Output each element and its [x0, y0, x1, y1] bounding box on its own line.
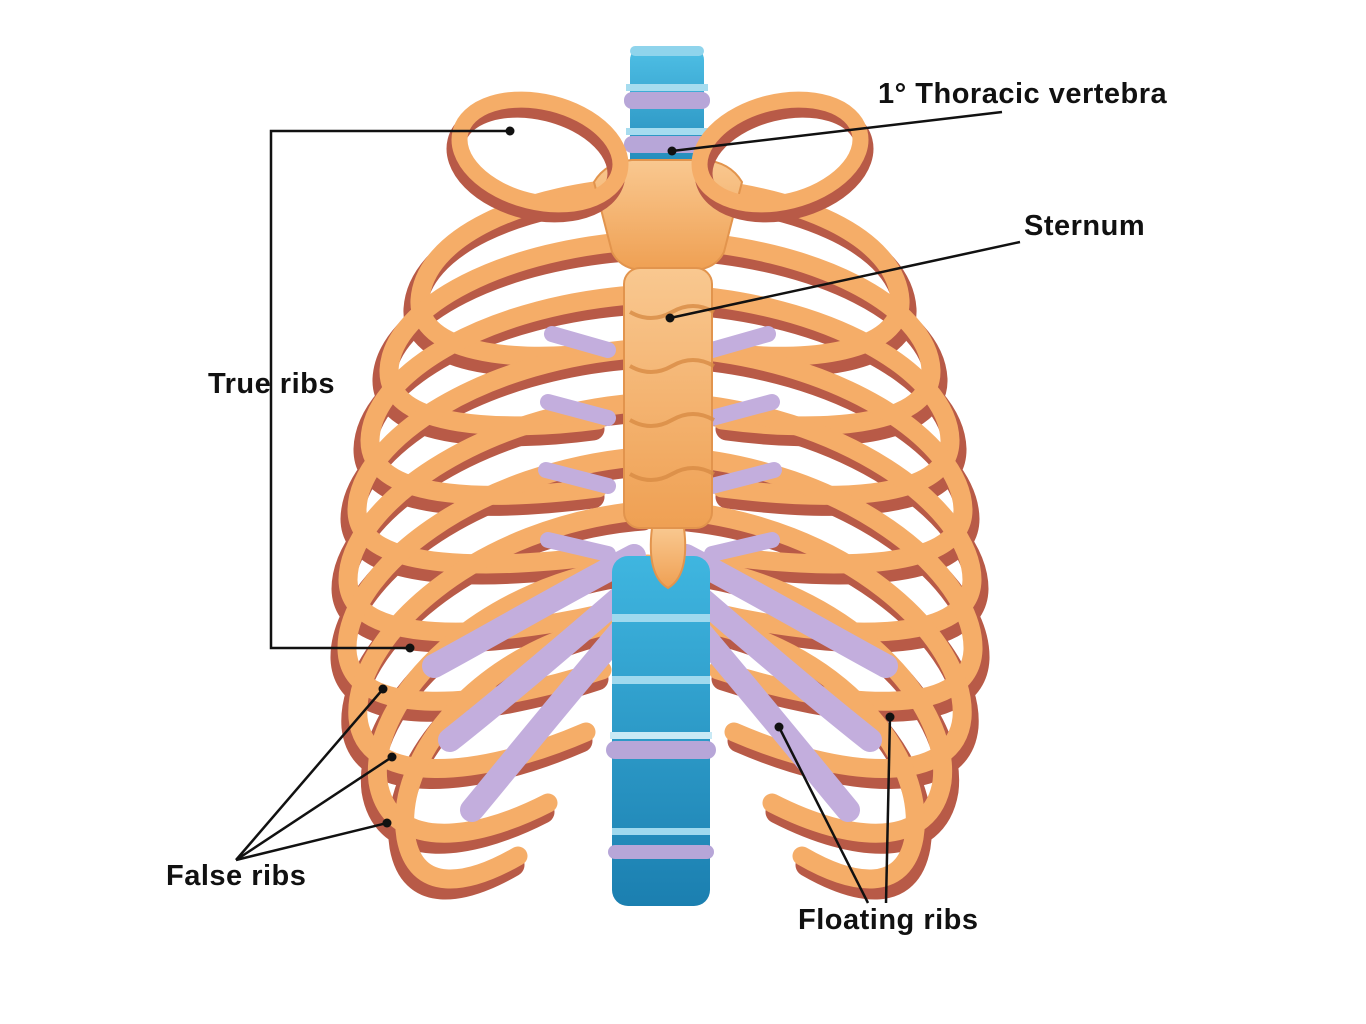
spine-lower	[606, 556, 716, 906]
first-rib-left	[444, 84, 631, 230]
leader-lines	[235, 110, 1021, 904]
label-floating-ribs: Floating ribs	[798, 904, 979, 936]
label-true-ribs: True ribs	[208, 368, 335, 400]
first-rib-right	[688, 84, 875, 230]
label-thoracic-vertebra: 1° Thoracic vertebra	[878, 78, 1168, 110]
label-false-ribs: False ribs	[166, 860, 307, 892]
sternum-segment-lines	[629, 304, 715, 482]
label-sternum: Sternum	[1024, 210, 1146, 242]
